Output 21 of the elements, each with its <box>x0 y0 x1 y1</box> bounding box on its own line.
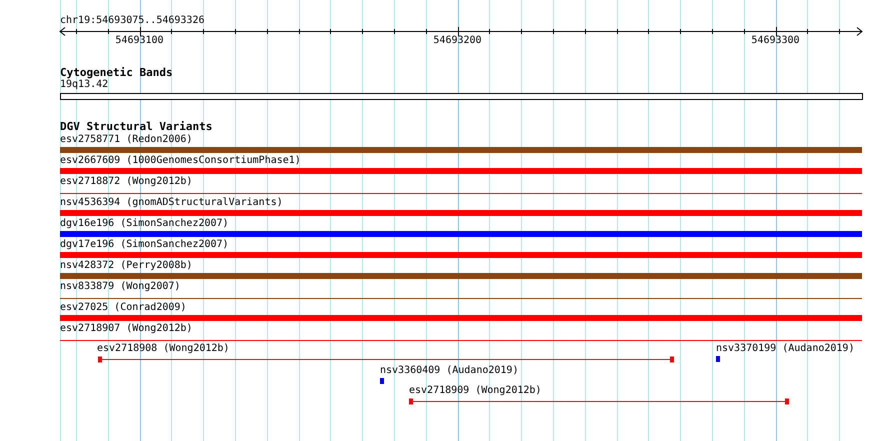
coordinate-range: chr19:54693075..54693326 <box>60 15 204 27</box>
feature-label: nsv833879 (Wong2007) <box>60 281 180 293</box>
feature-label: esv2718908 (Wong2012b) <box>97 343 230 355</box>
feature-label: esv2718909 (Wong2012b) <box>409 385 542 397</box>
tick-label: 54693100 <box>115 35 164 47</box>
feature-label: esv2667609 (1000GenomesConsortiumPhase1) <box>60 155 301 167</box>
tick-label: 54693300 <box>751 35 800 47</box>
feature-label: esv2758771 (Redon2006) <box>60 134 192 146</box>
track-heading: Cytogenetic Bands <box>60 67 173 79</box>
feature-label: nsv3360409 (Audano2019) <box>380 365 518 377</box>
feature-label: dgv16e196 (SimonSanchez2007) <box>60 218 229 230</box>
feature-label: dgv17e196 (SimonSanchez2007) <box>60 239 229 251</box>
feature-label: esv2718907 (Wong2012b) <box>60 323 192 335</box>
feature-label: esv2718872 (Wong2012b) <box>60 176 192 188</box>
feature-label: nsv4536394 (gnomADStructuralVariants) <box>60 197 283 209</box>
track-heading: DGV Structural Variants <box>60 121 212 133</box>
feature-label: nsv3370199 (Audano2019) <box>716 343 854 355</box>
feature-label: esv27025 (Conrad2009) <box>60 302 186 314</box>
feature-label: nsv428372 (Perry2008b) <box>60 260 192 272</box>
band-label: 19q13.42 <box>60 79 108 91</box>
tick-label: 54693200 <box>433 35 482 47</box>
